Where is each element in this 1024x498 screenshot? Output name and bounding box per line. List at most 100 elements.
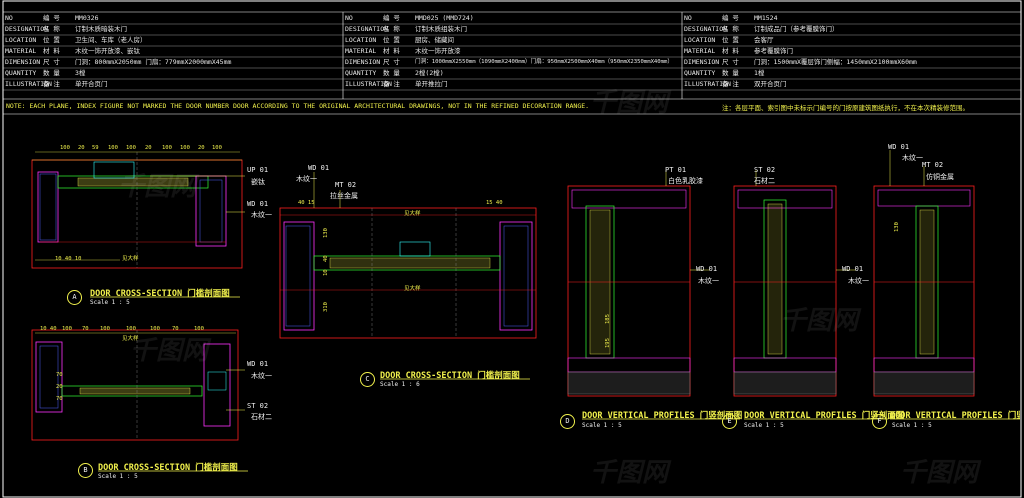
dimension-label: 20 [56, 384, 63, 390]
spec-label-cn: 尺 寸 [43, 58, 60, 66]
section-marker-b: B [78, 463, 93, 478]
spec-value: 厨房、储藏间 [415, 36, 454, 44]
drawing-b [31, 329, 239, 441]
section-scale-f: Scale 1 : 5 [892, 422, 932, 429]
dimension-label: 100 [62, 326, 72, 332]
dimension-label: 70 [56, 396, 63, 402]
spec-label-cn: 材 料 [383, 47, 400, 55]
spec-label-cn: 数 量 [383, 69, 400, 77]
section-marker-e: E [722, 414, 737, 429]
section-marker-a: A [67, 290, 82, 305]
dimension-label: 10 40 10 [55, 256, 82, 262]
spec-label: ILLUSTRATION [684, 80, 731, 88]
dimension-label: 40 15 [298, 200, 315, 206]
material-tag-desc: 石材二 [754, 177, 775, 185]
spec-label-cn: 数 量 [722, 69, 739, 77]
spec-label: DIMENSION [345, 58, 381, 66]
material-tag: WD 01 [308, 164, 330, 172]
dimension-label: 100 [162, 145, 172, 151]
material-tag-desc: 嵌钛 [251, 178, 265, 186]
dimension-label: 15 40 [486, 200, 503, 206]
material-tag: WD 01 [696, 265, 718, 273]
drawing-c [279, 207, 537, 339]
material-tag: PT 01 [665, 166, 687, 174]
material-tag-desc: 木纹一 [848, 277, 869, 285]
drawing-e [733, 185, 837, 397]
spec-label-cn: 备 注 [722, 80, 739, 88]
spec-value: MM1524 [754, 14, 778, 22]
spec-value: 卫生间、车库（老人房） [75, 36, 147, 44]
section-title-b: DOOR CROSS-SECTION 门槛剖面图 [98, 463, 238, 473]
dimension-label: 130 [894, 222, 900, 232]
section-scale-c: Scale 1 : 6 [380, 381, 420, 388]
note-chinese: 注：各层平面、索引图中未标示门编号的门按原建筑图纸执行，不在本次精装修范围。 [722, 104, 969, 112]
dimension-label: 100 [150, 326, 160, 332]
spec-value: 会客厅 [754, 36, 774, 44]
watermark: 千图网 [130, 336, 209, 366]
dimension-label: 130 [323, 228, 329, 238]
watermark: 千图网 [590, 88, 669, 118]
section-marker-c: C [360, 372, 375, 387]
drawing-f [873, 185, 975, 397]
spec-value: 单开合页门 [75, 80, 108, 88]
spec-value: 木纹一饰开放漆 [415, 47, 461, 55]
spec-label: NO [684, 14, 692, 22]
material-tag: ST 02 [247, 402, 269, 410]
section-title-d: DOOR VERTICAL PROFILES 门竖剖面图 [582, 411, 743, 421]
material-tag-desc: 拉丝金属 [330, 192, 358, 200]
drawing-d [567, 185, 691, 397]
dimension-label: 59 [92, 145, 99, 151]
spec-value: 门洞：1000mmX2550mm（1090mmX2400mm）门扇：950mmX… [415, 59, 674, 65]
watermark: 千图网 [118, 172, 197, 202]
section-title-a: DOOR CROSS-SECTION 门槛剖面图 [90, 289, 230, 299]
spec-label-cn: 位 置 [722, 36, 739, 44]
dimension-label: 100 [180, 145, 190, 151]
spec-label-cn: 名 称 [383, 25, 400, 33]
spec-label: DIMENSION [684, 58, 720, 66]
material-tag-desc: 白色乳胶漆 [668, 177, 703, 185]
section-title-f: DOOR VERTICAL PROFILES 门竖剖面图 [890, 411, 1020, 421]
material-tag: UP 01 [247, 166, 269, 174]
material-tag-desc: 仿铜金属 [926, 173, 954, 181]
dimension-label: 见大样 [122, 256, 139, 262]
spec-value: 门洞：800mmX2050mm 门扇：779mmX2000mmX45mm [75, 58, 232, 66]
dimension-label: 310 [323, 302, 329, 312]
dimension-label: 70 [56, 372, 63, 378]
spec-label: LOCATION [345, 36, 377, 44]
section-scale-b: Scale 1 : 5 [98, 473, 138, 480]
spec-label-cn: 位 置 [383, 36, 400, 44]
dimension-label: 100 [100, 326, 110, 332]
material-tag: WD 01 [247, 360, 269, 368]
dimension-label: 100 [60, 145, 70, 151]
spec-value: 单开推拉门 [415, 80, 448, 88]
material-tag: WD 01 [842, 265, 864, 273]
spec-label-cn: 名 称 [722, 25, 739, 33]
spec-label: MATERIAL [345, 47, 377, 55]
spec-value: 1樘 [754, 69, 765, 77]
dimension-label: 10 40 [40, 326, 57, 332]
material-tag-desc: 木纹一 [902, 154, 923, 162]
watermark: 千图网 [780, 306, 859, 336]
dimension-label: 100 [126, 326, 136, 332]
material-tag-desc: 木纹一 [251, 211, 272, 219]
spec-value: 订制成品门（参考覆膜饰门） [754, 25, 839, 33]
dimension-label: 100 [194, 326, 204, 332]
spec-value: 3樘 [75, 69, 86, 77]
material-tag: ST 02 [754, 166, 776, 174]
dimension-label: 见大样 [122, 336, 139, 342]
section-marker-d: D [560, 414, 575, 429]
spec-value: 双开合页门 [754, 80, 787, 88]
spec-label: DIMENSION [5, 58, 41, 66]
watermark: 千图网 [590, 458, 669, 488]
material-tag-desc: 木纹一 [251, 372, 272, 380]
spec-label: NO [5, 14, 13, 22]
spec-value: 木纹一饰开放漆、嵌钛 [75, 47, 140, 55]
spec-label-cn: 数 量 [43, 69, 60, 77]
material-tag: MT 02 [922, 161, 944, 169]
spec-label-cn: 备 注 [383, 80, 400, 88]
spec-value: MM0326 [75, 14, 99, 22]
